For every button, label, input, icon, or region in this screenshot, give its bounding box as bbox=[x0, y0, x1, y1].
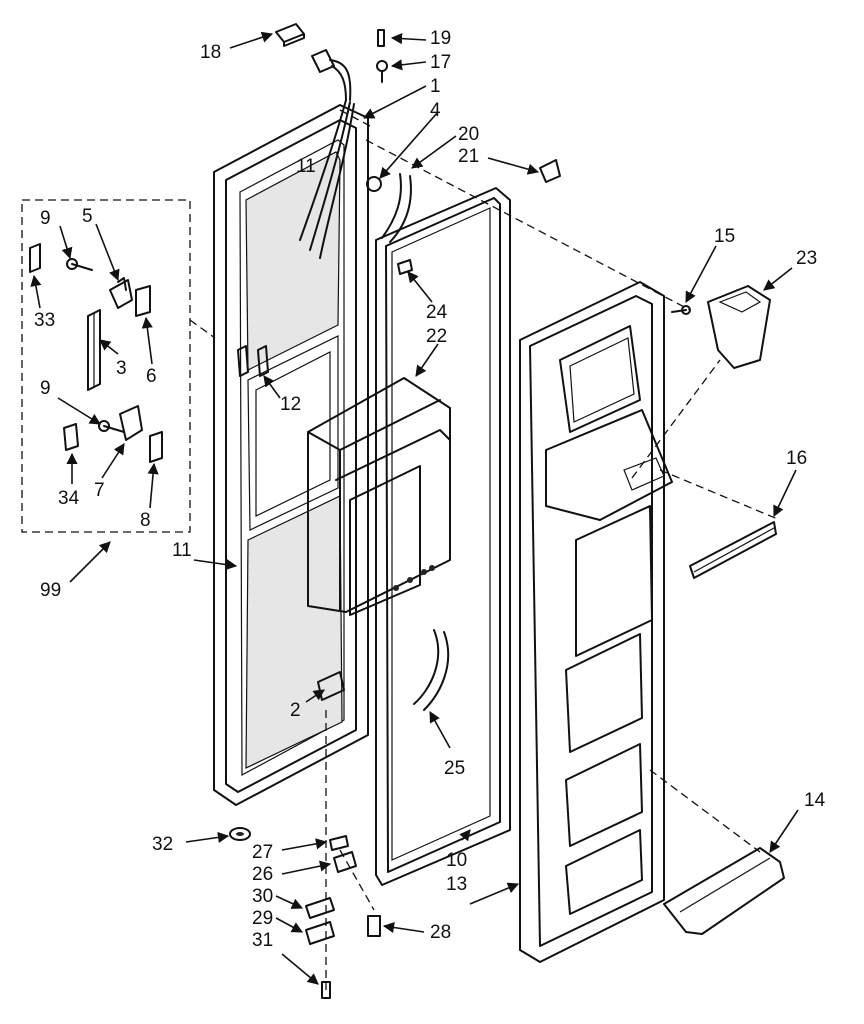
callout-29: 29 bbox=[252, 908, 273, 929]
right-side-parts bbox=[663, 285, 785, 935]
callout-25: 25 bbox=[444, 758, 465, 779]
callout-labels: 18 19 17 1 4 20 21 11 9 5 15 23 33 24 22… bbox=[34, 28, 826, 951]
callout-99: 99 bbox=[40, 580, 61, 601]
callout-7: 7 bbox=[94, 480, 105, 501]
callout-3: 3 bbox=[116, 358, 127, 379]
kit-leader-dash bbox=[189, 319, 216, 339]
callout-18: 18 bbox=[200, 42, 221, 63]
callout-9-bottom: 9 bbox=[40, 378, 51, 399]
callout-16: 16 bbox=[786, 448, 807, 469]
tube-part bbox=[413, 629, 440, 705]
callout-14: 14 bbox=[804, 790, 826, 811]
callout-19: 19 bbox=[430, 28, 451, 49]
callout-21: 21 bbox=[458, 146, 479, 167]
callout-11-top: 11 bbox=[296, 156, 316, 177]
callout-1: 1 bbox=[430, 76, 441, 97]
callout-23: 23 bbox=[796, 248, 817, 269]
bottom-hardware bbox=[229, 827, 381, 999]
callout-15: 15 bbox=[714, 226, 735, 247]
door-gasket bbox=[375, 187, 511, 886]
callout-17: 17 bbox=[430, 52, 451, 73]
callout-27: 27 bbox=[252, 842, 273, 863]
callout-9-top: 9 bbox=[40, 208, 51, 229]
tube-part-edge bbox=[423, 631, 450, 711]
callout-30: 30 bbox=[252, 886, 273, 907]
callout-28: 28 bbox=[430, 922, 451, 943]
dispenser-cover bbox=[307, 377, 451, 616]
callout-24: 24 bbox=[426, 302, 448, 323]
callout-22: 22 bbox=[426, 326, 447, 347]
alignment-lines bbox=[325, 109, 781, 990]
callout-31: 31 bbox=[252, 930, 273, 951]
parts-kit-outline bbox=[21, 199, 191, 533]
callout-13: 13 bbox=[446, 874, 467, 895]
callout-2: 2 bbox=[290, 700, 301, 721]
callout-20: 20 bbox=[458, 124, 479, 145]
callout-12: 12 bbox=[280, 394, 301, 415]
callout-8: 8 bbox=[140, 510, 151, 531]
callout-6: 6 bbox=[146, 366, 157, 387]
callout-5: 5 bbox=[82, 206, 93, 227]
callout-11-bottom: 11 bbox=[172, 540, 192, 561]
callout-10: 10 bbox=[446, 850, 467, 871]
callout-33: 33 bbox=[34, 310, 55, 331]
kit-parts bbox=[29, 243, 163, 463]
inner-door-liner bbox=[519, 281, 673, 963]
callout-leaders bbox=[30, 31, 799, 985]
callout-26: 26 bbox=[252, 864, 273, 885]
top-hardware bbox=[275, 23, 561, 243]
callout-34: 34 bbox=[58, 488, 80, 509]
callout-4: 4 bbox=[430, 100, 441, 121]
callout-32: 32 bbox=[152, 834, 173, 855]
